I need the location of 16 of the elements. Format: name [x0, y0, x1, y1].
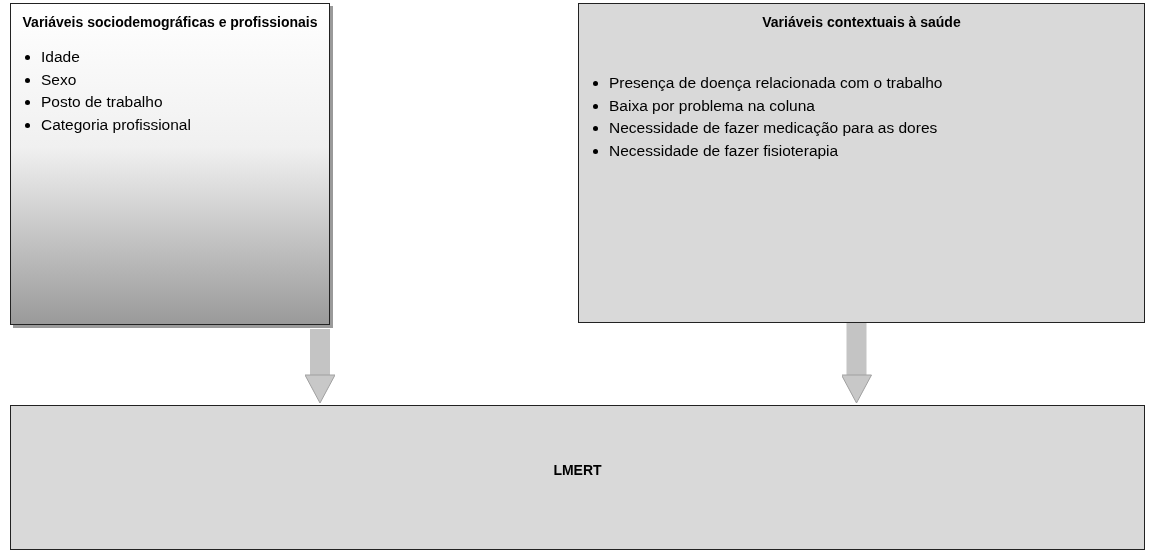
bullet-item: Presença de doença relacionada com o trabalho [593, 74, 943, 92]
bullet-item: Baixa por problema na coluna [593, 96, 815, 115]
block-arrow [841, 323, 872, 404]
heading: Variáveis sociodemográficas e profissionais [21, 14, 319, 30]
bullet-item: Categoria profissional [25, 115, 191, 134]
bullet-item: Sexo [25, 70, 77, 89]
bullet-item: Posto de trabalho [25, 93, 163, 111]
bullet-item: Idade [25, 48, 80, 66]
bullet-item: Necessidade de fazer fisioterapia [593, 141, 839, 160]
text-box [10, 405, 1145, 550]
text-box [578, 3, 1145, 323]
bullet-item: Necessidade de fazer medicação para as dores [593, 119, 938, 137]
block-arrow [304, 329, 336, 404]
text-box [10, 3, 330, 325]
heading: LMERT [552, 462, 603, 478]
heading: Variáveis contextuais à saúde [761, 14, 962, 30]
